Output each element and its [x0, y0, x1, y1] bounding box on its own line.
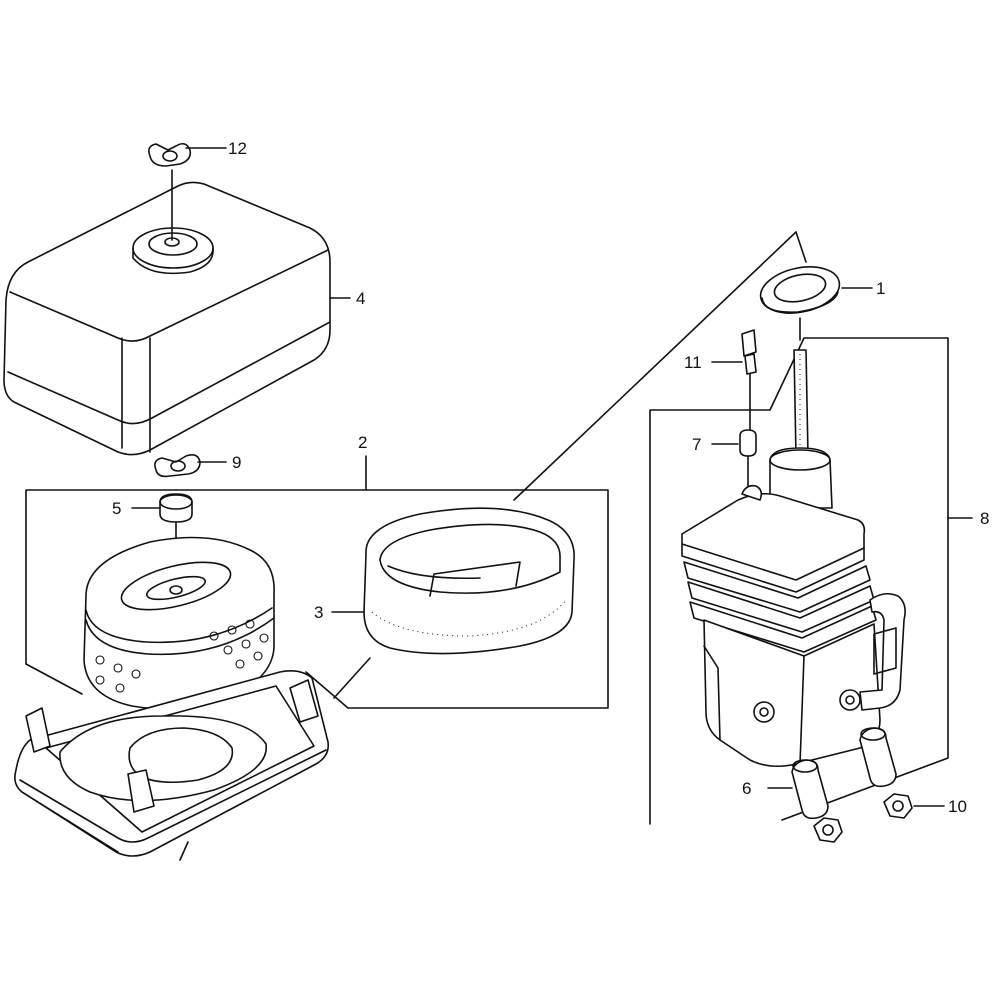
callout-12: 12: [228, 139, 247, 158]
air-cleaner-base: [14, 670, 330, 861]
group-2-bracket: [25, 455, 609, 709]
leader-diagonal-tip: [795, 231, 807, 263]
group-8-bracket: [649, 337, 973, 825]
filter-perforations: [95, 619, 269, 693]
callout-9: 9: [232, 453, 241, 472]
callout-7: 7: [692, 435, 701, 454]
callout-3: 3: [314, 603, 323, 622]
callout-6: 6: [742, 779, 751, 798]
foam-filter: [363, 507, 575, 655]
air-cleaner-cover: [3, 169, 331, 456]
air-filter-element: [83, 536, 275, 710]
callout-2: 2: [358, 433, 367, 452]
callout-10: 10: [948, 797, 967, 816]
callout-1: 1: [876, 279, 885, 298]
leader-diagonal: [513, 231, 797, 501]
collar: [711, 429, 757, 493]
nuts: [813, 793, 945, 843]
callout-4: 4: [356, 289, 365, 308]
wing-nut-top: [148, 142, 227, 167]
callout-11: 11: [684, 353, 702, 372]
pins: [767, 727, 897, 820]
grommet: [131, 493, 193, 589]
callout-5: 5: [112, 499, 121, 518]
wing-nut-bottom: [154, 454, 227, 478]
gasket-ring: [759, 266, 873, 314]
callout-8: 8: [980, 509, 989, 528]
leader-foam-lower: [333, 657, 371, 699]
bolt: [711, 329, 757, 431]
air-cleaner-housing: [681, 447, 906, 768]
